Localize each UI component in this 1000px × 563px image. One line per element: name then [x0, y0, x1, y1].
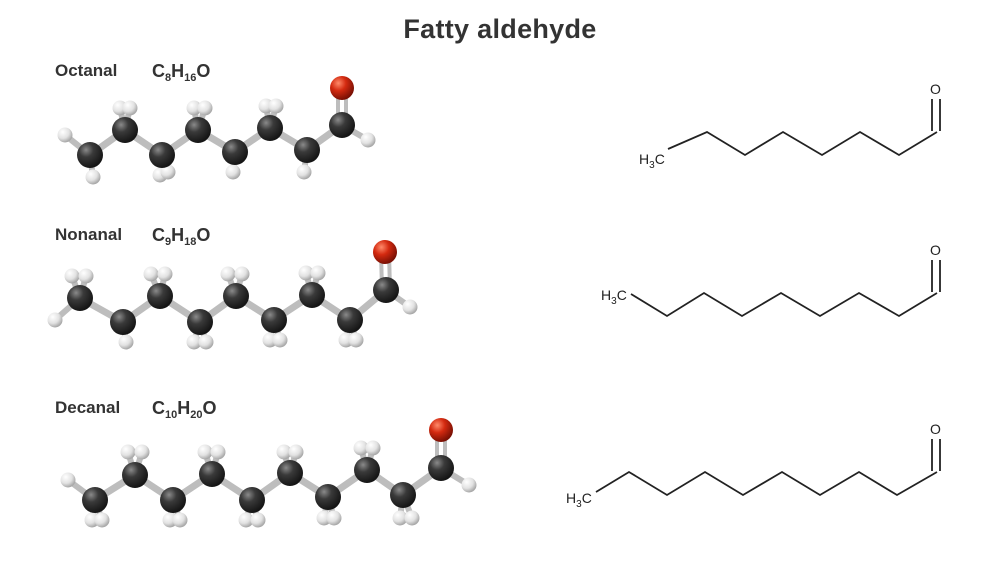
carbon-atom	[160, 487, 186, 513]
hydrogen-atom	[197, 444, 213, 460]
hydrogen-atom	[326, 510, 342, 526]
carbon-atom	[261, 307, 287, 333]
molecule-name-decanal: Decanal	[55, 398, 121, 417]
hydrogen-atom	[122, 100, 138, 116]
carbon-atom	[390, 482, 416, 508]
hydrogen-atom	[348, 332, 364, 348]
skeletal-formula-octanal: O H3C	[639, 81, 941, 171]
hydrogen-atom	[186, 334, 202, 350]
hydrogen-atom	[160, 164, 176, 180]
carbon-atom	[315, 484, 341, 510]
carbon-atom	[223, 283, 249, 309]
page-title: Fatty aldehyde	[403, 14, 597, 44]
ball-and-stick-models	[47, 76, 477, 528]
carbon-atom	[147, 283, 173, 309]
hydrogen-atom	[143, 266, 159, 282]
hydrogen-atom	[272, 332, 288, 348]
carbon-atom	[222, 139, 248, 165]
hydrogen-atom	[172, 512, 188, 528]
skeletal-chain	[630, 291, 938, 318]
hydrogen-atom	[310, 265, 326, 281]
hydrogen-atom	[85, 169, 101, 185]
carbon-atom	[354, 457, 380, 483]
hydrogen-atom	[47, 312, 63, 328]
oxygen-atom	[373, 240, 397, 264]
formula-octanal: C8H16O	[152, 61, 211, 84]
hydrogen-atom	[134, 444, 150, 460]
methyl-label: H3C	[601, 287, 627, 307]
carbon-atom	[149, 142, 175, 168]
hydrogen-atom	[404, 510, 420, 526]
hydrogen-atom	[94, 512, 110, 528]
hydrogen-atom	[78, 268, 94, 284]
formula-decanal: C10H20O	[152, 398, 217, 421]
hydrogen-atom	[402, 299, 418, 315]
carbon-atom	[428, 455, 454, 481]
carbon-atom	[299, 282, 325, 308]
hydrogen-atom	[197, 100, 213, 116]
hydrogen-atom	[461, 477, 477, 493]
carbon-atom	[294, 137, 320, 163]
oxygen-label: O	[930, 81, 941, 97]
oxygen-label: O	[930, 421, 941, 437]
molecule-name-nonanal: Nonanal	[55, 225, 123, 244]
methyl-label: H3C	[566, 490, 592, 510]
hydrogen-atom	[225, 164, 241, 180]
formula-nonanal: C9H18O	[152, 225, 211, 248]
hydrogen-atom	[353, 440, 369, 456]
hydrogen-atom	[120, 444, 136, 460]
carbon-atom	[277, 460, 303, 486]
hydrogen-atom	[64, 268, 80, 284]
hydrogen-atom	[250, 512, 266, 528]
hydrogen-atom	[276, 444, 292, 460]
hydrogen-atom	[238, 512, 254, 528]
skeletal-formula-nonanal: O H3C	[601, 242, 941, 318]
carbon-atom	[373, 277, 399, 303]
carbon-atom	[110, 309, 136, 335]
carbon-atom	[77, 142, 103, 168]
hydrogen-atom	[210, 444, 226, 460]
hydrogen-atom	[296, 164, 312, 180]
carbon-atom	[257, 115, 283, 141]
hydrogen-atom	[60, 472, 76, 488]
oxygen-atom	[429, 418, 453, 442]
hydrogen-atom	[57, 127, 73, 143]
carbon-atom	[199, 461, 225, 487]
hydrogen-atom	[365, 440, 381, 456]
molecule-name-octanal: Octanal	[55, 61, 118, 80]
skeletal-formula-decanal: O H3C	[566, 421, 941, 510]
oxygen-label: O	[930, 242, 941, 258]
hydrogen-atom	[360, 132, 376, 148]
carbon-atom	[82, 487, 108, 513]
hydrogen-atom	[234, 266, 250, 282]
hydrogen-atom	[157, 266, 173, 282]
hydrogen-atom	[288, 444, 304, 460]
carbon-atom	[112, 117, 138, 143]
hydrogen-atom	[220, 266, 236, 282]
carbon-atom	[239, 487, 265, 513]
oxygen-atom	[330, 76, 354, 100]
skeletal-chain	[667, 130, 938, 157]
hydrogen-atom	[392, 510, 408, 526]
carbon-atom	[122, 462, 148, 488]
carbon-atom	[329, 112, 355, 138]
carbon-atom	[337, 307, 363, 333]
skeletal-chain	[595, 470, 938, 497]
hydrogen-atom	[198, 334, 214, 350]
carbon-atom	[67, 285, 93, 311]
hydrogen-atom	[268, 98, 284, 114]
carbon-atom	[185, 117, 211, 143]
hydrogen-atom	[186, 100, 202, 116]
carbon-atom	[187, 309, 213, 335]
methyl-label: H3C	[639, 151, 665, 171]
hydrogen-atom	[298, 265, 314, 281]
hydrogen-atom	[118, 334, 134, 350]
